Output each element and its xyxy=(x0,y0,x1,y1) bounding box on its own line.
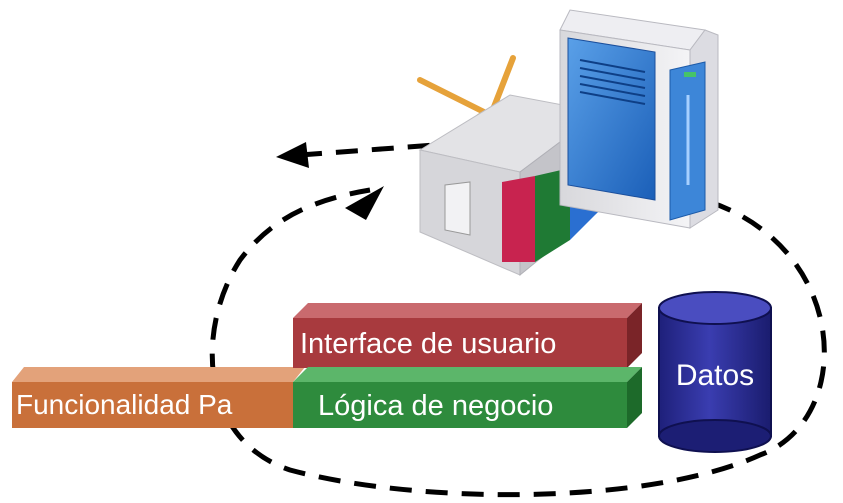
cycle-dashed-ellipse xyxy=(209,187,827,498)
funcionalidad-label: Funcionalidad Pa xyxy=(16,389,233,420)
database-cylinder: Datos xyxy=(658,291,772,453)
database-label: Datos xyxy=(676,359,754,392)
cycle-arrowhead xyxy=(345,186,384,220)
server-icon xyxy=(559,9,719,229)
arrowhead-left xyxy=(276,142,309,168)
screen-red xyxy=(502,176,535,262)
logic-block: Lógica de negocio xyxy=(293,367,642,428)
interface-block: Interface de usuario xyxy=(293,303,642,368)
funcionalidad-block: Funcionalidad Pa xyxy=(12,367,305,428)
interface-label: Interface de usuario xyxy=(300,328,556,360)
logic-label: Lógica de negocio xyxy=(318,390,553,422)
